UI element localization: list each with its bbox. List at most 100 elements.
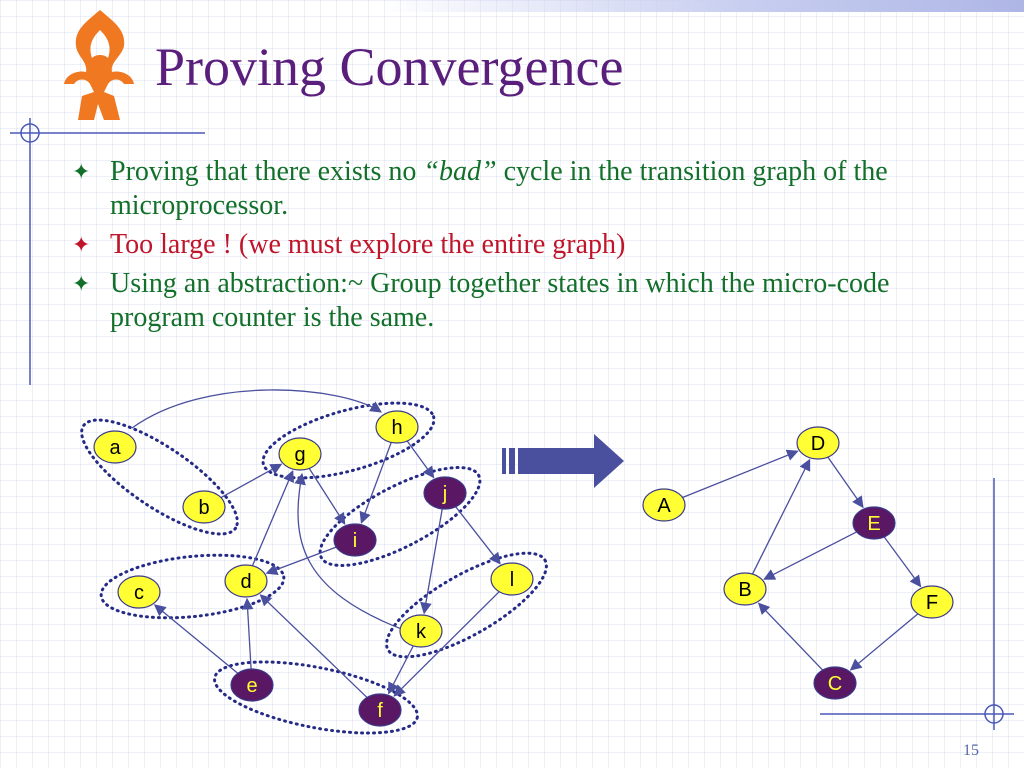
star-bullet-icon: ✦ <box>72 271 91 296</box>
concrete-edge-k-to-f <box>388 645 414 695</box>
concrete-node-b-shape <box>182 490 226 524</box>
concrete-node-b: b <box>182 490 226 524</box>
slide-number: 15 <box>963 742 979 759</box>
concrete-node-a-label: a <box>109 437 121 459</box>
abstract-node-D: D <box>796 426 840 460</box>
concrete-node-c: c <box>117 575 161 609</box>
concrete-graph-groups <box>80 401 548 735</box>
abstract-node-C: C <box>813 666 857 700</box>
abstract-node-E-shape <box>852 506 896 540</box>
concrete-node-e: e <box>230 668 274 702</box>
abstract-node-F-shape <box>910 585 954 619</box>
concrete-node-b-label: b <box>198 497 209 519</box>
concrete-node-d-label: d <box>240 571 251 593</box>
concrete-node-e-label: e <box>246 675 257 697</box>
concrete-node-h: h <box>375 410 419 444</box>
group-k-l-outline <box>385 551 548 659</box>
concrete-node-c-label: c <box>134 582 144 604</box>
graph-nodes: a b c d e f g h i j k l A B C D E F <box>93 410 954 727</box>
abstract-edge-A-to-D <box>682 449 799 499</box>
concrete-node-k-label: k <box>416 621 427 643</box>
group-c-d-outline <box>99 553 286 620</box>
abstract-edge-D-to-E <box>827 456 864 509</box>
star-bullet-icon: ✦ <box>72 159 91 184</box>
concrete-edge-f-to-d <box>259 594 368 698</box>
concrete-node-l-shape <box>490 562 534 596</box>
group-i-j-outline <box>318 466 482 567</box>
concrete-node-e-shape <box>230 668 274 702</box>
concrete-node-d: d <box>224 564 268 598</box>
university-flame-logo-icon <box>64 10 134 120</box>
bullet-text: Too large ! (we must explore the entire … <box>110 229 626 260</box>
concrete-node-g: g <box>278 437 322 471</box>
group-g-h-outline <box>261 401 436 480</box>
concrete-node-i-label: i <box>353 530 357 552</box>
concrete-edge-b-to-g <box>220 463 283 499</box>
concrete-edge-a-to-h <box>131 389 382 429</box>
concrete-edge-g-to-i <box>308 468 346 525</box>
abstract-edge-B-to-D <box>751 458 811 575</box>
concrete-edge-h-to-j <box>406 440 435 479</box>
bullet-text: “bad” <box>423 156 497 187</box>
concrete-node-f-label: f <box>377 700 383 722</box>
block-arrow-right-icon <box>502 434 624 488</box>
abstract-node-F: F <box>910 585 954 619</box>
abstract-node-E-label: E <box>867 513 880 535</box>
concrete-edge-d-to-g <box>251 469 295 567</box>
bullet-item: ✦ Too large ! (we must explore the entire… <box>72 228 922 262</box>
concrete-node-f-shape <box>358 693 402 727</box>
abstract-node-A-shape <box>642 488 686 522</box>
concrete-edge-l-to-f <box>393 591 500 697</box>
bullet-item: ✦ Using an abstraction:~ Group together s… <box>72 267 922 335</box>
concrete-node-g-shape <box>278 437 322 471</box>
concrete-edge-e-to-c <box>153 604 239 674</box>
abstract-node-D-shape <box>796 426 840 460</box>
concrete-node-k-shape <box>399 614 443 648</box>
concrete-node-i-shape <box>333 523 377 557</box>
abstract-edge-E-to-B <box>763 531 857 580</box>
concrete-edge-k-to-g <box>294 472 405 631</box>
concrete-node-j-shape <box>423 476 467 510</box>
concrete-node-l-label: l <box>510 569 514 591</box>
abstract-edge-F-to-C <box>849 613 919 671</box>
concrete-node-h-shape <box>375 410 419 444</box>
bullet-text: cycle in the transition graph of the mic… <box>110 156 888 221</box>
graph-edges <box>131 389 922 698</box>
abstract-node-C-shape <box>813 666 857 700</box>
abstract-node-A-label: A <box>657 495 671 517</box>
abstract-node-B-shape <box>723 572 767 606</box>
abstract-node-B-label: B <box>738 579 751 601</box>
slide-title: Proving Convergence <box>155 37 624 97</box>
concrete-node-j-label: j <box>442 483 447 505</box>
abstract-node-D-label: D <box>811 433 825 455</box>
star-bullet-icon: ✦ <box>72 232 91 257</box>
bullet-list: ✦ Proving that there exists no “bad” cycl… <box>72 155 922 340</box>
crosshair-decoration-bottom <box>820 478 1014 730</box>
abstract-node-A: A <box>642 488 686 522</box>
abstract-node-C-label: C <box>828 673 842 695</box>
concrete-node-d-shape <box>224 564 268 598</box>
abstract-edge-E-to-F <box>883 536 922 588</box>
top-decorative-band <box>380 0 1024 12</box>
concrete-edge-i-to-d <box>265 546 337 575</box>
abstract-node-B: B <box>723 572 767 606</box>
concrete-node-h-label: h <box>391 417 402 439</box>
concrete-node-a-shape <box>93 430 137 464</box>
concrete-node-a: a <box>93 430 137 464</box>
bullet-text: Using an abstraction:~ Group together st… <box>110 268 890 333</box>
group-a-b-outline <box>80 418 239 536</box>
abstract-edge-C-to-B <box>757 602 824 671</box>
crosshair-decoration-top <box>10 118 205 385</box>
concrete-node-l: l <box>490 562 534 596</box>
concrete-edge-j-to-k <box>420 508 443 615</box>
concrete-node-f: f <box>358 693 402 727</box>
concrete-node-c-shape <box>117 575 161 609</box>
concrete-edge-j-to-l <box>455 506 501 565</box>
abstract-node-E: E <box>852 506 896 540</box>
concrete-node-i: i <box>333 523 377 557</box>
bullet-text: Proving that there exists no <box>110 156 424 187</box>
concrete-node-j: j <box>423 476 467 510</box>
